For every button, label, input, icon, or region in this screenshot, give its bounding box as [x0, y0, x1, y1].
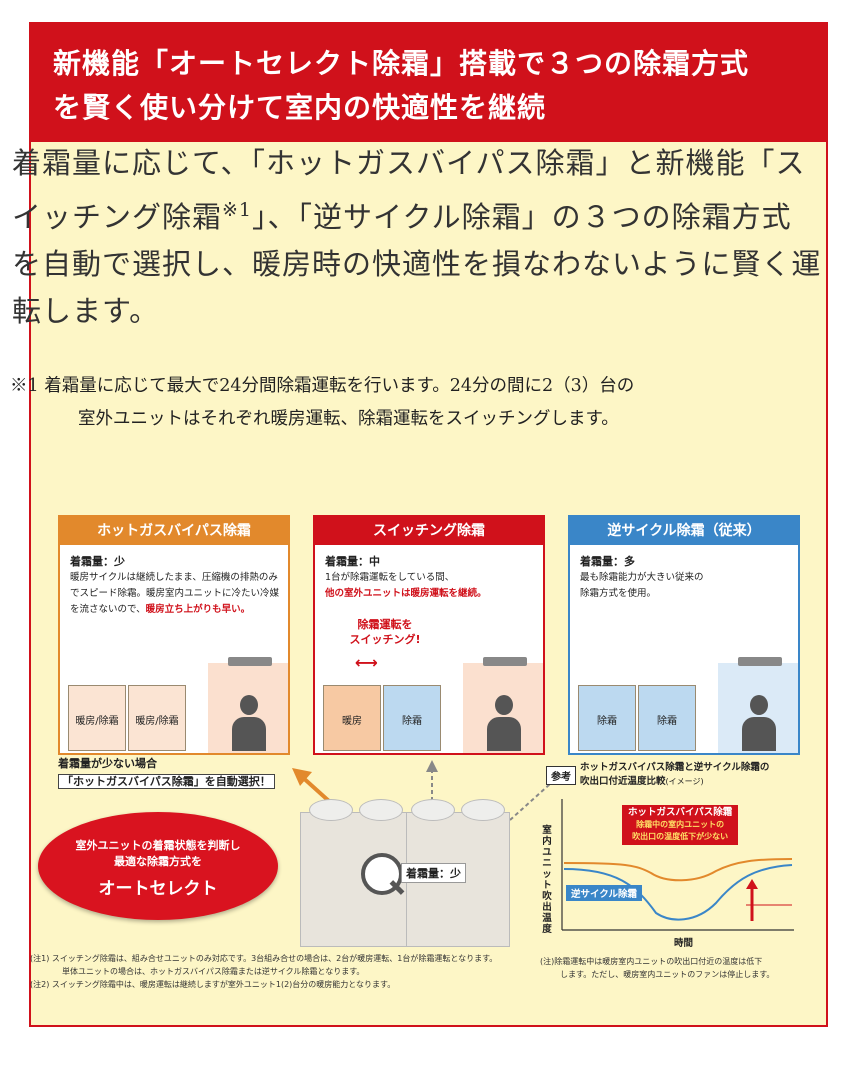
auto-select-badge: 室外ユニットの着霜状態を判断し 最適な除霜方式を オートセレクト — [38, 812, 278, 920]
unit-label: 暖房 — [342, 716, 362, 727]
body-line: を自動で選択し、暖房時の快適性を損なわないように賢く運 — [12, 247, 822, 281]
body-text-segment: イッチング除霜 — [12, 200, 223, 234]
arrow-head-hotgas — [292, 768, 312, 786]
outdoor-unit-image: 着霜量：少 — [300, 799, 510, 947]
footnotes-right: (注)除霜運転中は暖房室内ユニットの吹出口付近の温度は低下 します。ただし、暖房… — [540, 955, 795, 981]
reference-title-line: ホットガスバイパス除霜と逆サイクル除霜の — [580, 762, 770, 773]
frost-level: 着霜量：少 — [70, 555, 125, 568]
panel-description: 最も除霜能力が大きい従来の除霜方式を使用。 — [580, 572, 704, 599]
badge-text: 室外ユニットの着霜状態を判断し 最適な除霜方式を — [38, 838, 278, 870]
outdoor-unit-1: 除霜 — [578, 685, 636, 751]
callout-line-2: 「ホットガスバイパス除霜」を自動選択！ — [58, 774, 275, 789]
unit-label: 除霜 — [402, 716, 422, 727]
person-icon — [232, 695, 266, 751]
footnote-marker: ※1 — [222, 199, 253, 221]
desc-highlight: 他の室外ユニットは暖房運転を継続。 — [325, 588, 487, 599]
body-line: イッチング除霜※1」、「逆サイクル除霜」の３つの除霜方式 — [12, 187, 791, 241]
frost-level: 着霜量：多 — [580, 555, 635, 568]
fan-icon — [309, 799, 353, 821]
outdoor-unit-1: 暖房/除霜 — [68, 685, 126, 751]
switch-label-line: 除霜運転を — [357, 618, 413, 631]
magnifier-label: 着霜量：少 — [401, 863, 466, 883]
indoor-unit-icon — [738, 657, 782, 666]
graph-y-label: 室内ユニット吹出温度 — [542, 825, 552, 935]
reference-title-text: 吹出口付近温度比較 — [580, 776, 666, 787]
graph-x-label: 時間 — [674, 938, 694, 949]
body-line: 転します。 — [12, 294, 160, 328]
auto-select-callout: 着霜量が少ない場合 「ホットガスバイパス除霜」を自動選択！ — [58, 755, 275, 791]
footnote-1: ※1 着霜量に応じて最大で24分間除霜運転を行います。24分の間に2（3）台の … — [10, 370, 634, 436]
graph-plot — [561, 799, 794, 931]
footnote-line: (注2) スイッチング除霜中は、暖房運転は継続しますが室外ユニット1(2)台分の… — [30, 980, 396, 989]
reference-tag: 参考 — [546, 766, 576, 785]
reference-title-line: 吹出口付近温度比較(イメージ) — [580, 775, 769, 789]
frost-level: 着霜量：中 — [325, 555, 380, 568]
person-icon — [487, 695, 521, 751]
panel-title: 逆サイクル除霜（従来） — [570, 517, 798, 545]
footnote-line: します。ただし、暖房室内ユニットのファンは停止します。 — [560, 970, 775, 979]
hotgas-curve — [563, 858, 793, 882]
footnote-line: (注)除霜運転中は暖房室内ユニットの吹出口付近の温度は低下 — [540, 957, 763, 966]
indoor-unit-icon — [483, 657, 527, 666]
panel-description: 暖房サイクルは継続したまま、圧縮機の排熱のみでスピード除霜。暖房室内ユニットに冷… — [70, 570, 284, 618]
swap-arrow-icon: ⟷ — [355, 653, 378, 672]
badge-line-2: 最適な除霜方式を — [114, 855, 202, 868]
reverse-annotation: 逆サイクル除霜 — [566, 885, 643, 901]
footnote-line: 単体ユニットの場合は、ホットガスバイパス除霜または逆サイクル除霜となります。 — [62, 967, 365, 976]
panel-hotgas: ホットガスバイパス除霜 着霜量：少 暖房サイクルは継続したまま、圧縮機の排熱のみ… — [58, 515, 290, 755]
reverse-curve — [563, 864, 793, 921]
reference-title-note: (イメージ) — [665, 777, 704, 786]
hotgas-annotation-title: ホットガスバイパス除霜 — [628, 807, 733, 818]
badge-line-1: 室外ユニットの着霜状態を判断し — [75, 839, 241, 852]
headline-line-1: 新機能「オートセレクト除霜」搭載で３つの除霜方式 — [53, 47, 750, 80]
callout-line-1: 着霜量が少ない場合 — [58, 757, 157, 770]
footnote-line: 室外ユニットはそれぞれ暖房運転、除霜運転をスイッチングします。 — [78, 409, 619, 429]
switch-label-line: スイッチング! — [349, 633, 421, 646]
outdoor-unit-2: 除霜 — [638, 685, 696, 751]
desc-highlight: 暖房立ち上がりも早い。 — [145, 604, 251, 615]
person-icon — [742, 695, 776, 751]
body-text-segment: 」、「逆サイクル除霜」の３つの除霜方式 — [252, 200, 792, 234]
fan-icon — [411, 799, 455, 821]
indoor-unit-icon — [228, 657, 272, 666]
unit-label: 除霜 — [657, 716, 677, 727]
unit-label: 除霜 — [597, 716, 617, 727]
panel-switching: スイッチング除霜 着霜量：中 1台が除霜運転をしている間、他の室外ユニットは暖房… — [313, 515, 545, 755]
fan-icon — [359, 799, 403, 821]
panel-description: 1台が除霜運転をしている間、他の室外ユニットは暖房運転を継続。 — [325, 570, 539, 602]
body-paragraph: 着霜量に応じて、「ホットガスバイパス除霜」と新機能「ス イッチング除霜※1」、「… — [12, 140, 822, 335]
outdoor-unit-2: 暖房/除霜 — [128, 685, 186, 751]
hotgas-annotation-sub: 除霜中の室内ユニットの — [636, 820, 725, 829]
unit-label: 暖房/除霜 — [135, 716, 179, 727]
switch-label: 除霜運転を スイッチング! — [335, 617, 435, 647]
panel-title: スイッチング除霜 — [315, 517, 543, 545]
footnotes-left: (注1) スイッチング除霜は、組み合せユニットのみ対応です。3台組み合せの場合は… — [30, 952, 510, 991]
difference-arrow-head — [746, 879, 758, 889]
header-banner: 新機能「オートセレクト除霜」搭載で３つの除霜方式 を賢く使い分けて室内の快適性を… — [31, 24, 826, 142]
outdoor-unit-1: 暖房 — [323, 685, 381, 751]
panel-title: ホットガスバイパス除霜 — [60, 517, 288, 545]
hotgas-annotation: ホットガスバイパス除霜 除霜中の室内ユニットの 吹出口の温度低下が少ない — [622, 805, 739, 845]
panel-reverse-cycle: 逆サイクル除霜（従来） 着霜量：多 最も除霜能力が大きい従来の除霜方式を使用。 … — [568, 515, 800, 755]
unit-label: 暖房/除霜 — [75, 716, 119, 727]
desc-text: 暖房サイクルは継続したまま、圧縮機の排熱のみでスピード除霜。暖房室内ユニットに冷… — [70, 572, 280, 615]
hotgas-annotation-sub: 吹出口の温度低下が少ない — [632, 832, 729, 841]
temperature-graph: 室内ユニット吹出温度 ホットガスバイパス除霜 除霜中の室内ユニットの 吹出口の温… — [540, 795, 800, 949]
body-line: 着霜量に応じて、「ホットガスバイパス除霜」と新機能「ス — [12, 146, 806, 180]
headline-line-2: を賢く使い分けて室内の快適性を継続 — [53, 91, 547, 124]
badge-title: オートセレクト — [98, 879, 218, 899]
reference-title: ホットガスバイパス除霜と逆サイクル除霜の 吹出口付近温度比較(イメージ) — [580, 761, 769, 789]
footnote-line: ※1 着霜量に応じて最大で24分間除霜運転を行います。24分の間に2（3）台の — [10, 376, 635, 396]
outdoor-unit-2: 除霜 — [383, 685, 441, 751]
fan-icon — [461, 799, 505, 821]
arrow-head-switching — [426, 760, 438, 772]
desc-text: 1台が除霜運転をしている間、 — [325, 572, 455, 583]
footnote-line: (注1) スイッチング除霜は、組み合せユニットのみ対応です。3台組み合せの場合は… — [30, 954, 498, 963]
magnifier-icon — [361, 853, 403, 895]
